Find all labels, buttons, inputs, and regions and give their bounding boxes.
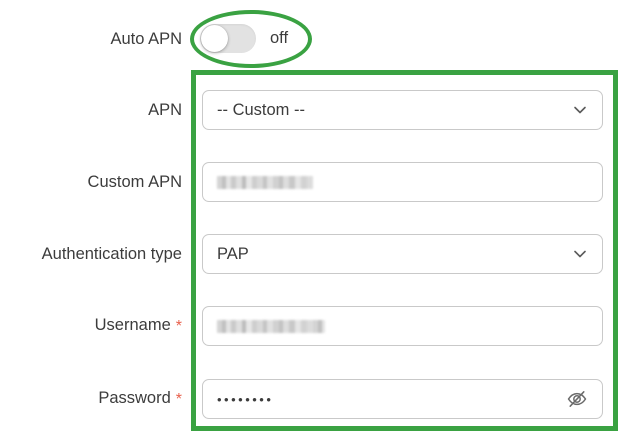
apn-select[interactable]: -- Custom -- [202, 90, 603, 130]
username-value-redacted [217, 319, 325, 333]
chevron-down-icon [572, 102, 588, 118]
label-username: Username* [0, 317, 182, 335]
label-apn: APN [148, 100, 182, 119]
auto-apn-toggle[interactable] [200, 24, 256, 53]
username-input[interactable] [202, 306, 603, 346]
label-password: Password* [0, 390, 182, 408]
label-password-text: Password [98, 389, 171, 407]
apn-select-value: -- Custom -- [217, 101, 305, 119]
form-row-custom-apn: Custom APN [0, 162, 632, 202]
auto-apn-toggle-group: off [200, 24, 288, 53]
label-authentication-type: Authentication type [41, 244, 182, 263]
custom-apn-value-redacted [217, 175, 313, 189]
password-input[interactable]: •••••••• [202, 379, 603, 419]
label-auto-apn: Auto APN [110, 29, 182, 48]
custom-apn-input[interactable] [202, 162, 603, 202]
form-row-apn: APN [0, 90, 632, 130]
form-row-authentication-type: Authentication type [0, 234, 632, 274]
eye-off-icon[interactable] [566, 388, 588, 410]
form-row-auto-apn: Auto APN [0, 19, 632, 59]
form-row-username: Username* [0, 306, 632, 346]
required-asterisk: * [175, 318, 182, 335]
password-value: •••••••• [217, 391, 274, 407]
label-username-text: Username [94, 316, 171, 334]
authentication-type-value: PAP [217, 245, 249, 263]
auto-apn-toggle-state: off [270, 29, 289, 48]
toggle-knob [201, 25, 228, 52]
form-row-password: Password* [0, 379, 632, 419]
required-asterisk: * [175, 391, 182, 408]
label-custom-apn: Custom APN [87, 172, 182, 191]
chevron-down-icon [572, 246, 588, 262]
authentication-type-select[interactable]: PAP [202, 234, 603, 274]
